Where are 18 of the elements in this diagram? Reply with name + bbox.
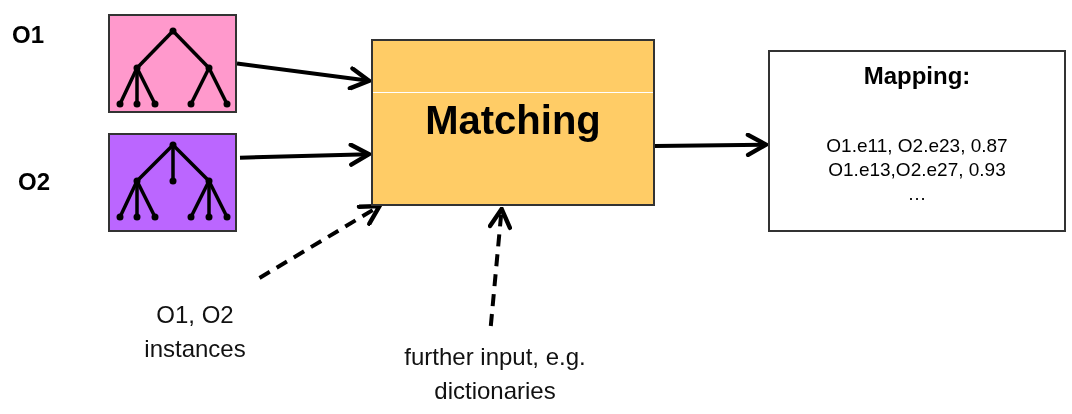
mapping-entry: … <box>906 183 928 205</box>
process-box <box>371 39 655 206</box>
dashed-arrow <box>487 206 513 327</box>
output-box <box>768 50 1066 232</box>
mapping-entry: O1.e11, O2.e23, 0.87 <box>825 135 1009 157</box>
note-text: further input, e.g. dictionaries <box>403 342 587 406</box>
ontology-label: O2 <box>18 168 50 196</box>
box-heading: Mapping: <box>862 62 972 90</box>
tree-panel <box>108 14 237 113</box>
arrow <box>654 132 769 158</box>
dashed-arrow <box>258 203 382 280</box>
tree-panel <box>108 133 237 232</box>
arrow <box>236 61 372 91</box>
arrow <box>239 142 372 167</box>
mapping-entry: O1.e13,O2.e27, 0.93 <box>827 159 1007 181</box>
note-text: O1, O2 instances <box>143 300 247 364</box>
ontology-label: O1 <box>12 21 44 49</box>
process-title: Matching <box>424 98 602 143</box>
